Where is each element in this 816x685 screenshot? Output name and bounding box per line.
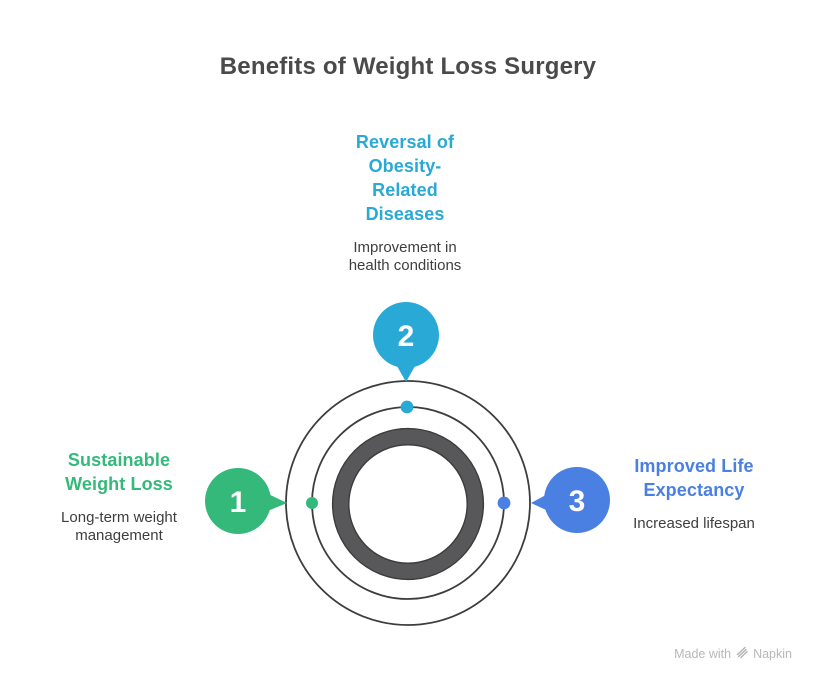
credit-prefix: Made with — [674, 647, 732, 661]
orbit-dot-2 — [400, 400, 414, 414]
label-heading: Sustainable Weight Loss — [30, 448, 208, 496]
marker-circle — [205, 468, 271, 534]
heading-line: Reversal of — [355, 132, 455, 152]
core-ring — [332, 428, 484, 580]
orbit-dot-3 — [497, 496, 511, 510]
number-marker-3: 3 — [531, 467, 610, 533]
credit-brand: Napkin — [753, 647, 792, 661]
heading-line: Weight Loss — [65, 474, 173, 494]
heading-line: Diseases — [365, 204, 445, 224]
heading-line: Improved Life — [634, 456, 754, 476]
marker-circle — [373, 302, 439, 368]
label-heading: Improved Life Expectancy — [606, 454, 782, 502]
marker-number: 1 — [230, 486, 247, 519]
description-line: management — [75, 527, 163, 544]
label-heading: Reversal of Obesity- Related Diseases — [315, 130, 495, 226]
label-description: Improvement in health conditions — [315, 239, 495, 275]
orbit-dot-1 — [306, 497, 318, 509]
label-description: Increased lifespan — [606, 515, 782, 533]
description-line: Long-term weight — [61, 509, 177, 526]
napkin-quill-icon — [735, 645, 749, 663]
description-line: Improvement in — [353, 239, 457, 256]
core-ring-inner-edge — [348, 444, 468, 564]
description-line: Increased lifespan — [633, 515, 755, 532]
page-title: Benefits of Weight Loss Surgery — [219, 53, 597, 80]
marker-circle — [544, 467, 610, 533]
outer-orbit-circle — [285, 380, 531, 626]
marker-number: 2 — [398, 320, 415, 353]
description-line: health conditions — [348, 257, 462, 274]
core-ring-outer-edge — [331, 427, 485, 581]
heading-line: Related — [372, 180, 438, 200]
label-sustainable-weight-loss: Sustainable Weight Loss Long-term weight… — [30, 448, 208, 545]
heading-line: Sustainable — [67, 450, 171, 470]
number-marker-1: 1 — [205, 468, 287, 534]
heading-line: Obesity- — [368, 156, 442, 176]
credit-line: Made with Napkin — [674, 645, 792, 663]
label-description: Long-term weight management — [30, 509, 208, 545]
label-reversal-of-obesity-diseases: Reversal of Obesity- Related Diseases Im… — [315, 130, 495, 275]
label-improved-life-expectancy: Improved Life Expectancy Increased lifes… — [606, 454, 782, 533]
number-marker-2: 2 — [373, 302, 439, 382]
heading-line: Expectancy — [643, 480, 745, 500]
marker-number: 3 — [569, 485, 586, 518]
